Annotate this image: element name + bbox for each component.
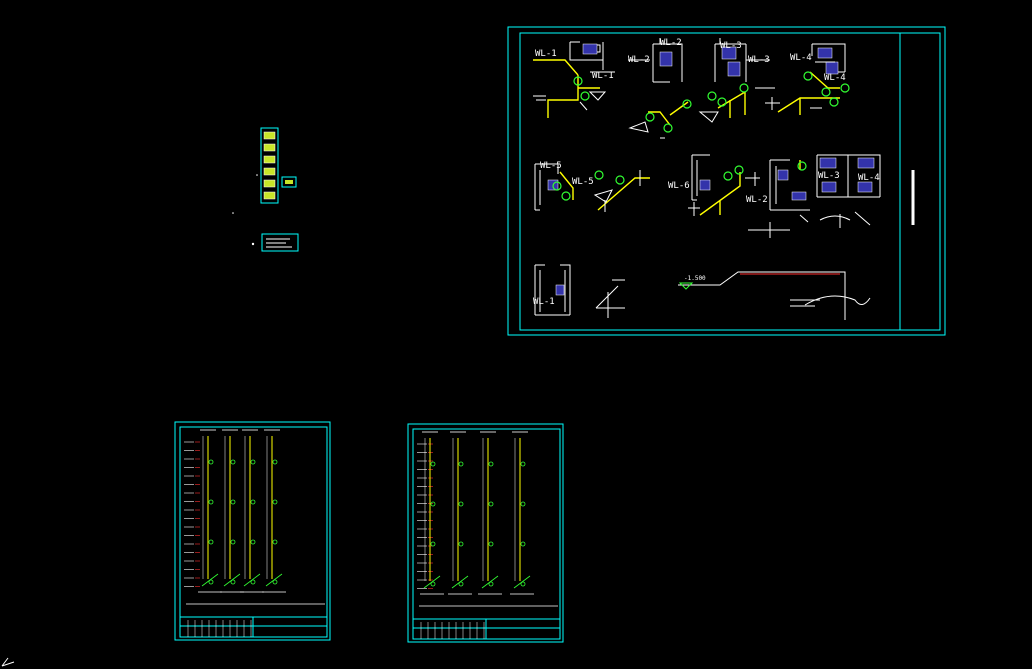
riser-outlet	[201, 573, 219, 587]
cleanout-symbol	[520, 541, 526, 547]
thumbnail-small[interactable]	[281, 176, 297, 188]
cleanout-symbol	[272, 579, 278, 585]
cleanout-symbol	[488, 501, 494, 507]
label-wl-4-b: WL-4	[824, 73, 846, 83]
label-wl-5-b: WL-5	[572, 177, 594, 187]
main-sheet[interactable]	[507, 26, 946, 336]
label-wl-4: WL-4	[790, 53, 812, 63]
riser-sheet-b[interactable]	[407, 423, 564, 643]
label-wl-4-c: WL-4	[858, 173, 880, 183]
cleanout-symbol	[488, 461, 494, 467]
cleanout-symbol	[458, 461, 464, 467]
label-wl-2: WL-2	[660, 38, 682, 48]
riser-outlet	[451, 575, 469, 589]
thumbnail-column[interactable]	[260, 127, 279, 204]
elevation-label: -1.500	[684, 275, 706, 282]
cleanout-symbol	[272, 539, 278, 545]
detail-riser-connection	[595, 279, 625, 318]
cleanout-symbol	[430, 461, 436, 467]
cleanout-symbol	[230, 539, 236, 545]
cleanout-symbol	[458, 581, 464, 587]
cleanout-symbol	[430, 501, 436, 507]
riser-outlet	[513, 575, 531, 589]
cleanout-symbol	[230, 499, 236, 505]
riser-outlet	[481, 575, 499, 589]
cleanout-symbol	[488, 541, 494, 547]
outdoor-drain-line	[678, 271, 871, 320]
riser-outlet	[423, 575, 441, 589]
cleanout-symbol	[208, 459, 214, 465]
label-wl-2-b: WL-2	[628, 55, 650, 65]
cleanout-symbol	[458, 501, 464, 507]
detail-wl-2	[628, 38, 692, 139]
riser-sheet-a[interactable]	[174, 421, 331, 641]
riser-outlet	[243, 573, 261, 587]
detail-wl-5	[534, 163, 650, 212]
detail-wl-1-b	[534, 264, 571, 316]
cleanout-symbol	[208, 539, 214, 545]
cleanout-symbol	[250, 539, 256, 545]
cleanout-symbol	[458, 541, 464, 547]
cleanout-symbol	[272, 459, 278, 465]
ucs-axis-icon	[1, 657, 15, 667]
riser-labels: WL-1 WL-1 WL-2 WL-2 WL-3 WL-3 WL-4 WL-4 …	[533, 38, 880, 307]
cleanout-symbol	[230, 579, 236, 585]
riser-outlet	[223, 573, 241, 587]
detail-wl-4	[765, 43, 850, 115]
cleanout-symbol	[250, 499, 256, 505]
cleanout-symbol	[250, 459, 256, 465]
label-wl-1: WL-1	[535, 49, 557, 59]
main-sheet-inner-frame	[519, 32, 941, 331]
cleanout-symbol	[430, 541, 436, 547]
riser-outlet	[265, 573, 283, 587]
label-wl-1-c: WL-1	[533, 297, 555, 307]
main-sheet-outer-frame	[507, 26, 946, 336]
cleanout-symbol	[230, 459, 236, 465]
cleanout-symbol	[208, 579, 214, 585]
cleanout-symbol	[250, 579, 256, 585]
detail-wl-3-wl-4-pair	[816, 154, 881, 228]
label-wl-5: WL-5	[540, 161, 562, 171]
label-wl-3-b: WL-3	[748, 55, 770, 65]
cleanout-symbol	[272, 499, 278, 505]
cleanout-symbol	[520, 501, 526, 507]
detail-wl-1	[533, 41, 615, 118]
cleanout-symbol	[430, 581, 436, 587]
thumbnail-legend[interactable]	[232, 174, 299, 252]
label-wl-3-c: WL-3	[818, 171, 840, 181]
cleanout-symbol	[520, 461, 526, 467]
label-wl-2-c: WL-2	[746, 195, 768, 205]
detail-wl-6	[688, 154, 760, 216]
cleanout-symbol	[208, 499, 214, 505]
label-wl-6: WL-6	[668, 181, 690, 191]
detail-wl-3	[698, 38, 775, 123]
label-wl-3: WL-3	[720, 41, 742, 51]
label-wl-1-b: WL-1	[592, 71, 614, 81]
detail-wl-2-b	[748, 159, 810, 238]
cleanout-symbol	[488, 581, 494, 587]
cleanout-symbol	[520, 581, 526, 587]
